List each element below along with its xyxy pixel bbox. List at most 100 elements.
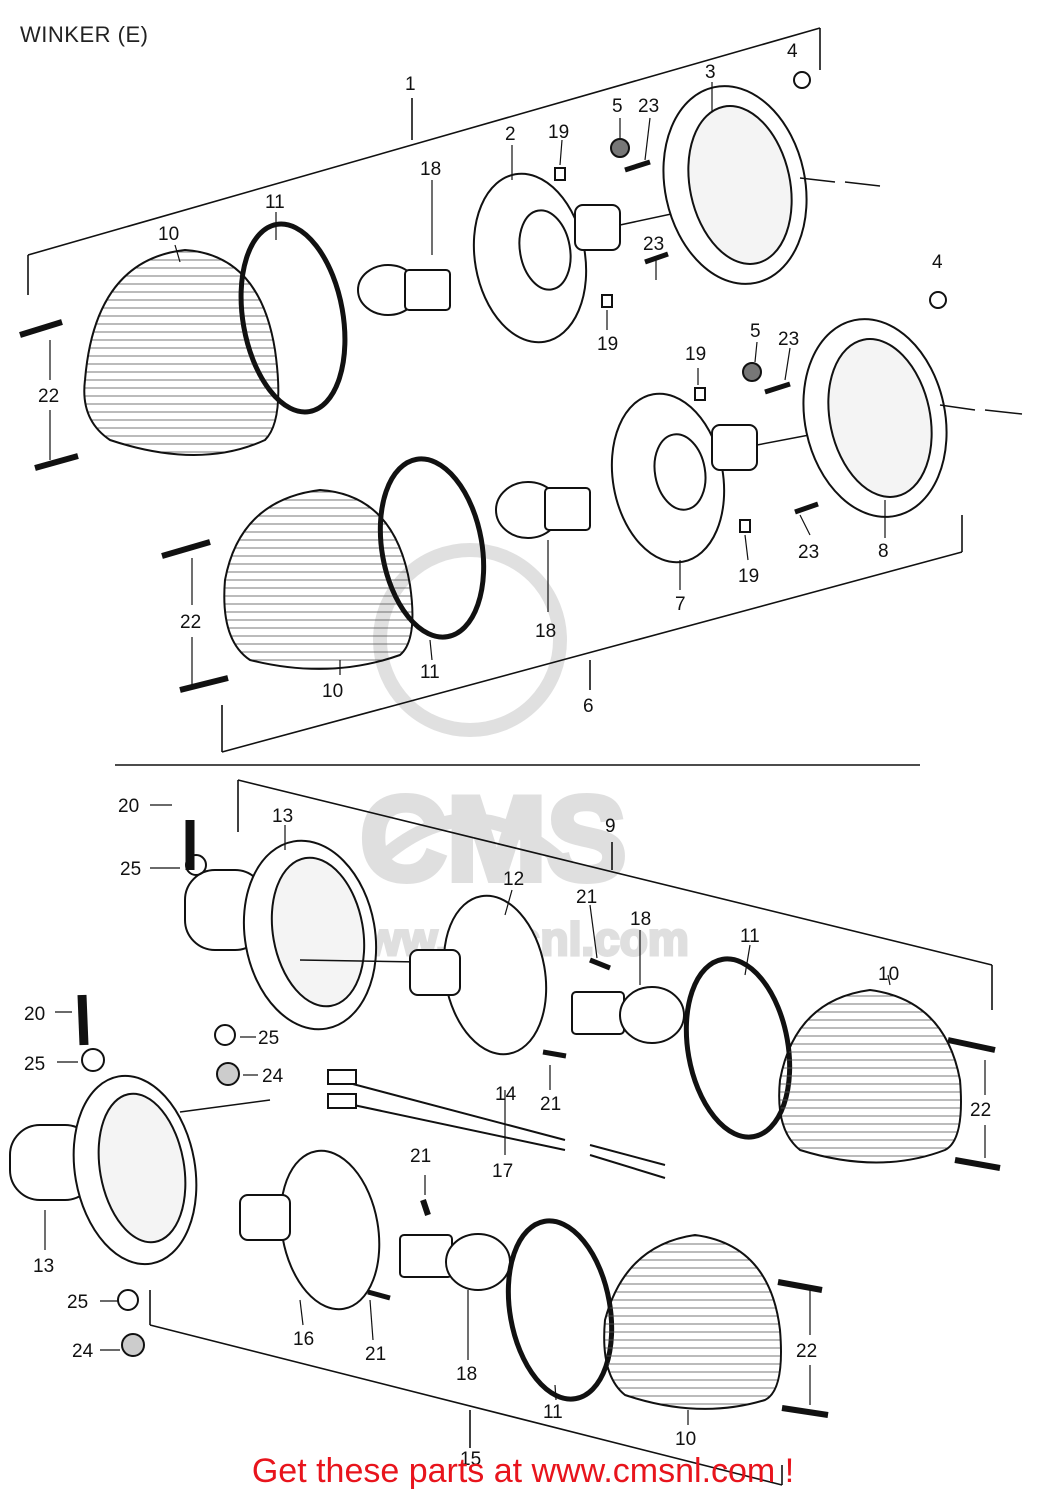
clip-19-d [739, 519, 751, 533]
callout-5-b: 5 [750, 321, 761, 342]
callout-25-a: 25 [120, 859, 141, 880]
callout-21-a: 21 [576, 887, 597, 908]
washer-25-b [81, 1048, 105, 1072]
callout-2: 2 [505, 124, 516, 145]
winker-assembly-upper-1 [19, 71, 881, 471]
callout-5-a: 5 [612, 96, 623, 117]
callout-11-b: 11 [420, 662, 440, 683]
screw-22-d-top [777, 1279, 823, 1293]
screw-23-a [624, 159, 651, 173]
lens-10-d [603, 1233, 782, 1410]
winker-assembly-lower-1 [184, 820, 1001, 1171]
lens-10-c [778, 988, 962, 1164]
washer-25-a [185, 854, 207, 876]
screw-22-c-bottom [954, 1157, 1001, 1171]
footer-promo-text[interactable]: Get these parts at www.cmsnl.com ! [251, 1452, 795, 1490]
callout-25-d: 25 [67, 1292, 88, 1313]
callout-22-d: 22 [796, 1341, 817, 1362]
callout-15: 15 [460, 1449, 481, 1470]
nut-24-b [121, 1333, 145, 1357]
wire-harness-14-17 [327, 1069, 666, 1179]
screw-22-b-bottom [179, 675, 229, 693]
bracket-lines-upper [27, 27, 963, 766]
callout-23-d: 23 [798, 542, 819, 563]
callout-23-b: 23 [643, 234, 664, 255]
callout-11-a: 11 [265, 192, 285, 213]
callout-18-a: 18 [420, 159, 441, 180]
callout-21-b: 21 [540, 1094, 561, 1115]
screw-22-c-top [947, 1037, 996, 1053]
bulb-18-c [571, 986, 685, 1044]
screw-21-c [420, 1199, 431, 1216]
screw-22-b-top [161, 539, 211, 559]
screw-23-c [764, 381, 791, 395]
screw-22-d-bottom [781, 1405, 829, 1418]
callout-18-d: 18 [456, 1364, 477, 1385]
bulb-18-a [357, 264, 451, 316]
lamp-base-12 [409, 894, 548, 1056]
washer-25-d [117, 1289, 139, 1311]
bulb-18-b [495, 481, 591, 539]
callout-7: 7 [675, 594, 686, 615]
callout-19-a: 19 [548, 122, 569, 143]
callout-13-a: 13 [272, 806, 293, 827]
screw-21-a [589, 957, 611, 971]
callout-9: 9 [605, 816, 616, 837]
callout-11-c: 11 [740, 926, 760, 947]
callout-24-b: 24 [72, 1341, 94, 1362]
lamp-base-2 [472, 172, 691, 344]
lamp-base-7 [610, 392, 826, 564]
winker-assembly-lower-2 [9, 994, 829, 1418]
bracket-lines-lower [149, 779, 993, 1486]
callout-23-c: 23 [778, 329, 799, 350]
screw-21-d [367, 1289, 391, 1301]
callout-20-b: 20 [24, 1004, 45, 1025]
callout-12: 12 [503, 869, 524, 890]
callout-13-b: 13 [33, 1256, 54, 1277]
watermark-brand: CMS [360, 772, 627, 906]
clip-4-a [793, 71, 811, 89]
callout-17: 17 [492, 1161, 513, 1182]
clip-19-b [601, 294, 613, 308]
callout-18-c: 18 [630, 909, 651, 930]
gasket-11-b [377, 456, 487, 640]
callout-24-a: 24 [262, 1066, 284, 1087]
callout-11-d: 11 [543, 1402, 563, 1423]
callout-21-c: 21 [410, 1146, 431, 1167]
clip-19-a [554, 167, 566, 181]
lamp-base-16 [239, 1149, 381, 1311]
gasket-11-c [683, 956, 793, 1140]
callout-19-b: 19 [597, 334, 618, 355]
callout-22-b: 22 [180, 612, 201, 633]
callout-10-b: 10 [322, 681, 343, 702]
nut-24-a [216, 1062, 240, 1086]
housing-8 [802, 318, 1023, 518]
callout-4-a: 4 [787, 41, 798, 62]
callout-10-a: 10 [158, 224, 179, 245]
callout-20-a: 20 [118, 796, 139, 817]
callout-14: 14 [495, 1084, 517, 1105]
callout-labels: 1 2 3 4 4 5 5 6 7 8 9 10 10 10 10 11 11 … [24, 41, 991, 1470]
winker-assembly-upper-2 [161, 291, 1023, 693]
callout-10-c: 10 [878, 964, 899, 985]
clip-4-b [929, 291, 947, 309]
bolt-20-b [77, 994, 89, 1046]
callout-22-c: 22 [970, 1100, 991, 1121]
screw-22-a-top [19, 319, 63, 338]
screw-22-a-bottom [34, 453, 79, 471]
callout-16: 16 [293, 1329, 314, 1350]
washer-25-c [214, 1024, 236, 1046]
leader-lines [44, 82, 986, 1425]
clip-19-c [694, 387, 706, 401]
nut-5-b [742, 362, 762, 382]
diagram-title: WINKER (E) [20, 22, 149, 47]
gasket-11-d [505, 1218, 615, 1402]
screw-23-d [794, 501, 819, 515]
callout-18-b: 18 [535, 621, 556, 642]
callout-19-c: 19 [685, 344, 706, 365]
housing-3 [662, 85, 881, 285]
callout-23-a: 23 [638, 96, 659, 117]
callout-19-d: 19 [738, 566, 759, 587]
callout-21-d: 21 [365, 1344, 386, 1365]
